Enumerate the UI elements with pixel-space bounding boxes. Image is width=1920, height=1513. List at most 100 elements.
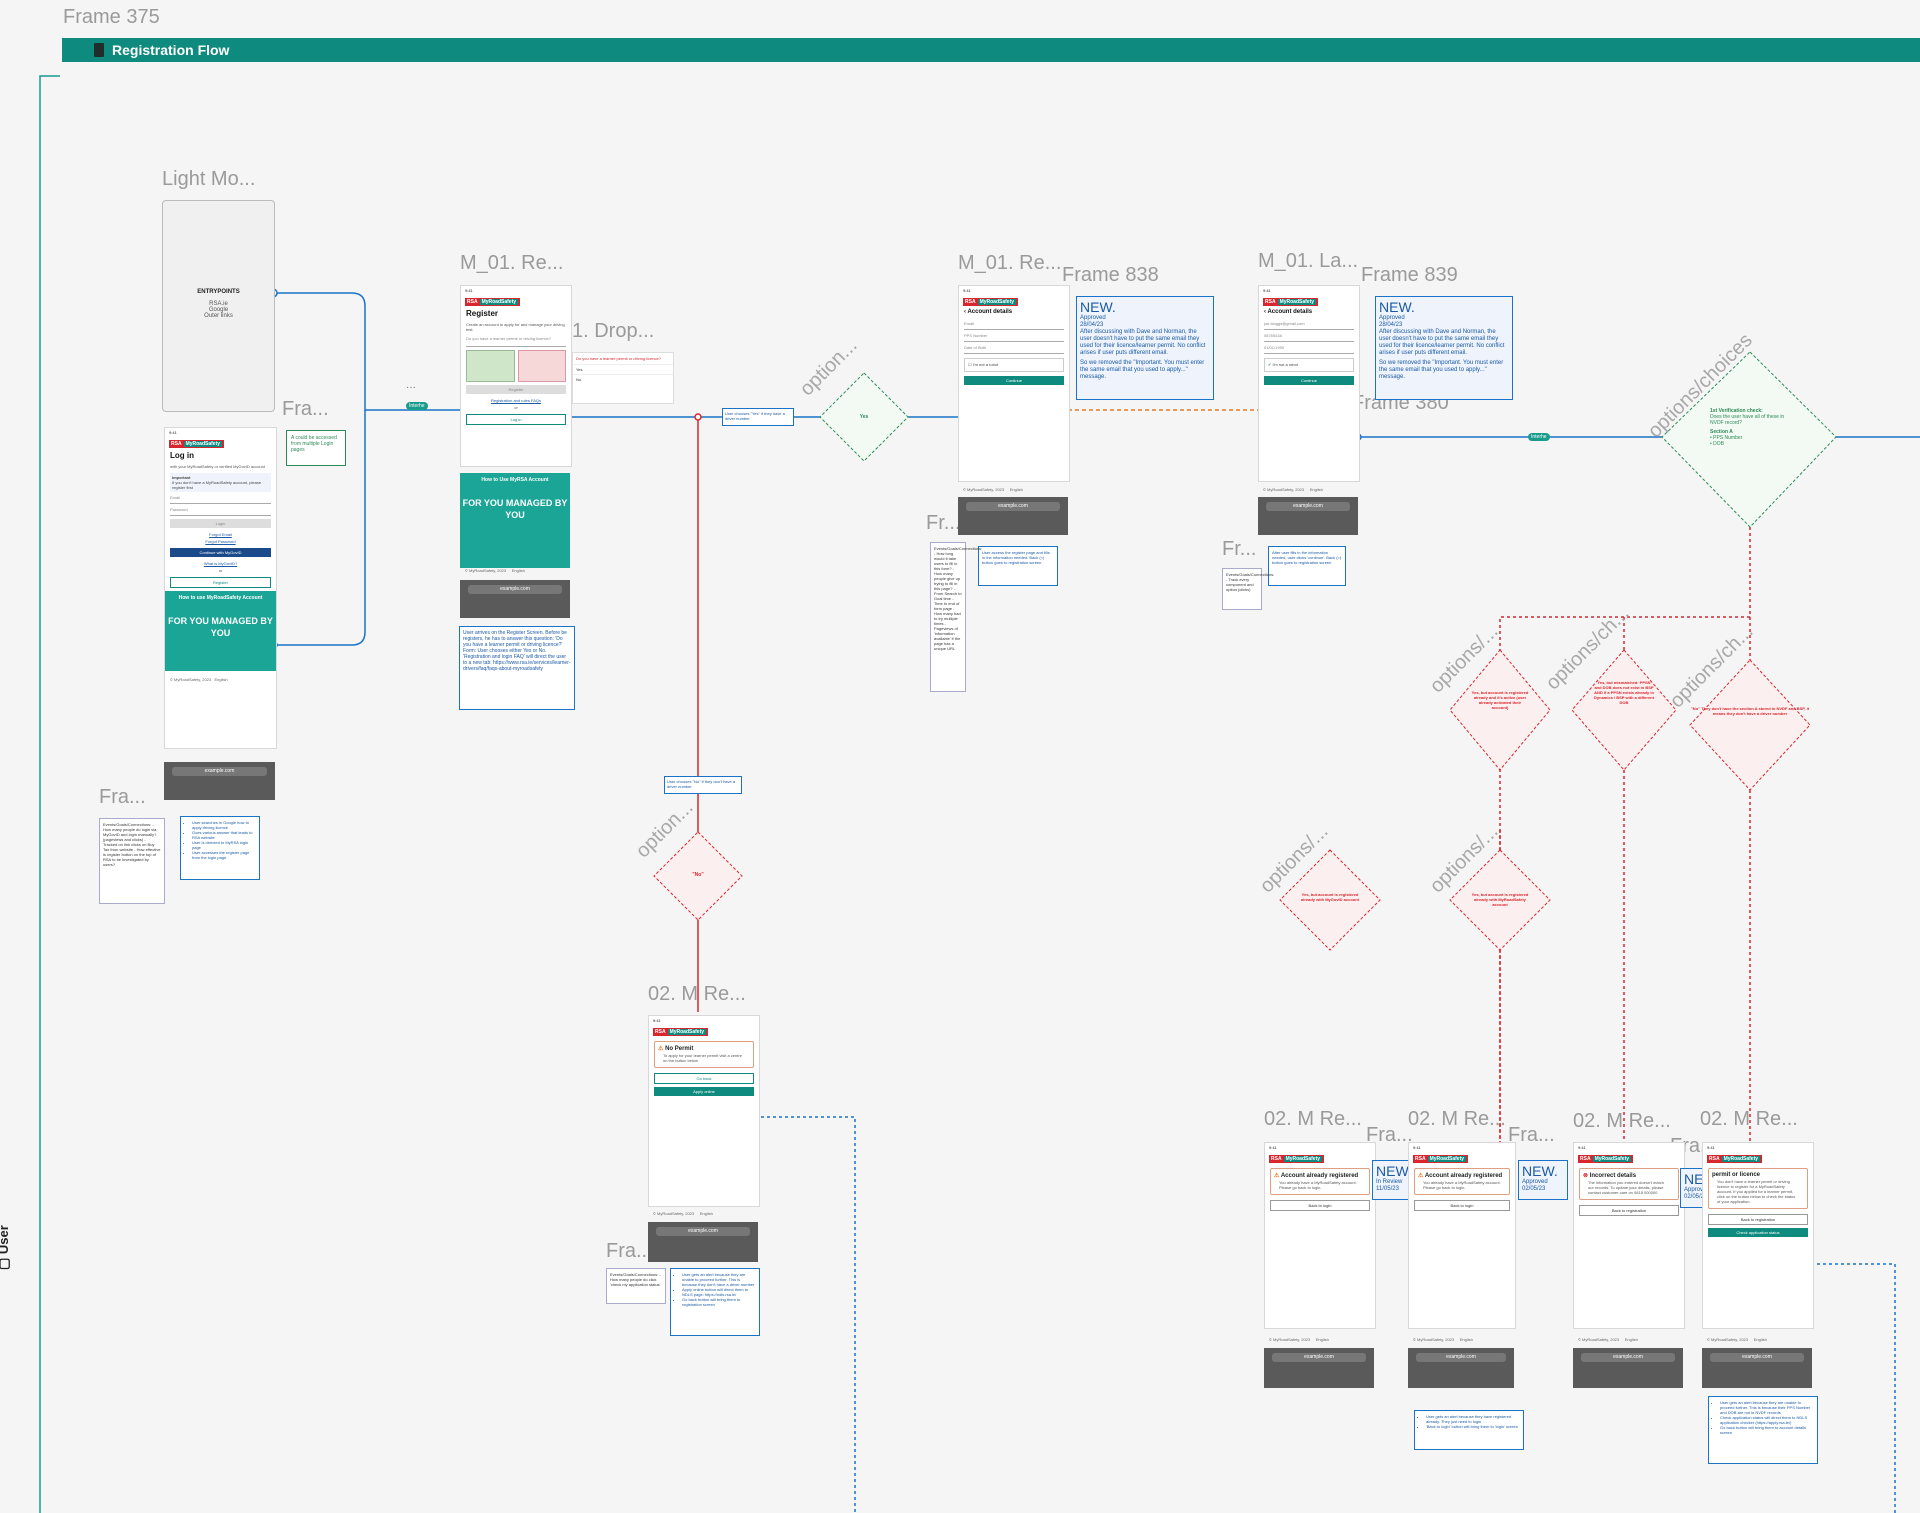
language-select[interactable]: English	[1309, 487, 1323, 492]
result-text-2: You already have a MyRoadSafety account.…	[1423, 1180, 1501, 1190]
email-field[interactable]: Email	[170, 495, 271, 504]
apply-online-button[interactable]: Apply online	[654, 1087, 754, 1096]
url-field[interactable]: example.com	[656, 1227, 750, 1236]
no-permit-grey-note: Events/Goals/Connections: - How many peo…	[606, 1268, 666, 1304]
label-fra-left: Fra...	[99, 786, 146, 808]
licence-question-select[interactable]: Do you have a learner permit or driving …	[466, 336, 566, 347]
result-text-1: You already have a MyRoadSafety account.…	[1279, 1180, 1357, 1190]
brand-name: MyRoadSafety	[183, 441, 223, 447]
callout-date: 28/04/23	[1379, 322, 1403, 328]
yes-diamond	[819, 372, 909, 462]
recaptcha-box[interactable]: ✔ I'm not a robot	[1264, 358, 1354, 372]
label-m02-nopermit: 02. M Re...	[648, 983, 746, 1005]
frame-title: Frame 375	[63, 6, 160, 28]
go-back-button[interactable]: Go back	[654, 1073, 754, 1084]
pps-field[interactable]: PPS Number	[964, 333, 1064, 342]
result-text-4: You don't have a learner permit or drivi…	[1717, 1179, 1796, 1204]
register-button[interactable]: Register	[170, 577, 271, 588]
forgot-email-link[interactable]: Forgot Email	[209, 532, 232, 537]
faq-link[interactable]: Registration and rules FAQs	[490, 398, 542, 403]
pps-field[interactable]: 0876543A	[1264, 333, 1354, 342]
result-title-3: ⊗ Incorrect details	[1583, 1172, 1675, 1179]
brand-name: MyRoadSafety	[1427, 1156, 1467, 1162]
url-field[interactable]: example.com	[1266, 502, 1350, 511]
login-button[interactable]: Login	[170, 519, 271, 528]
login-video[interactable]: How to use MyRoadSafety Account FOR YOU …	[165, 591, 276, 671]
verification-item-dob: • DOB	[1710, 441, 1724, 447]
url-field[interactable]: example.com	[1272, 1353, 1366, 1362]
password-field[interactable]: Password	[170, 507, 271, 516]
language-select[interactable]: English	[511, 568, 525, 573]
back-to-registration-button-4[interactable]: Back to registration	[1708, 1214, 1808, 1225]
forgot-password-link[interactable]: Forgot Password	[205, 539, 236, 544]
label-fra-1: Fra...	[1366, 1124, 1413, 1146]
check-icon[interactable]: ✔	[1268, 362, 1272, 367]
checkbox-icon[interactable]: ☐	[968, 362, 972, 367]
language-select[interactable]: English	[1315, 1337, 1329, 1342]
result-title-1: ⚠ Account already registered	[1274, 1172, 1366, 1179]
mygovid-button[interactable]: Continue with MyGovID	[170, 548, 271, 557]
brand-name: MyRoadSafety	[1721, 1156, 1761, 1162]
back-chevron-icon[interactable]: ‹	[1264, 309, 1266, 315]
email-field[interactable]: joe.bloggs@gmail.com	[1264, 321, 1354, 330]
back-to-login-button-2[interactable]: Back to login	[1414, 1200, 1510, 1211]
label-m02-result-1: 02. M Re...	[1264, 1108, 1362, 1130]
dropdown-option-no[interactable]: No	[573, 374, 673, 384]
register-video[interactable]: How to Use MyRSA Account FOR YOU MANAGED…	[460, 473, 570, 568]
red-diamond-5-label: Yes, but account is registered already w…	[1471, 892, 1529, 907]
verification-item-pps: • PPS Number	[1710, 435, 1743, 441]
callout-status: Approved	[1379, 315, 1405, 321]
connector-no-permit-out	[755, 1116, 856, 1513]
label-m02-result-2: 02. M Re...	[1408, 1108, 1506, 1130]
continue-button[interactable]: Continue	[1264, 376, 1354, 385]
register-submit-button[interactable]: Register	[466, 385, 566, 394]
continue-button[interactable]: Continue	[964, 376, 1064, 385]
video-title: How to use MyRoadSafety Account	[178, 595, 263, 601]
entrypoints-title: ENTRYPOINTS	[197, 289, 240, 295]
connector-login-register	[273, 410, 366, 646]
callout-status: Approved	[1080, 315, 1106, 321]
label-m01-register: M_01. Re...	[460, 252, 564, 274]
footer-copyright: © MyRoadSafety, 2023	[1413, 1337, 1455, 1342]
label-fra-login: Fra...	[282, 398, 329, 420]
dob-field[interactable]: 01/01/1990	[1264, 345, 1354, 354]
language-select[interactable]: English	[699, 1211, 713, 1216]
no-permit-title-text: No Permit	[665, 1046, 694, 1052]
result-alert-2: ⚠ Account already registered You already…	[1414, 1168, 1510, 1195]
left-note-1: User searches in Google how to apply dri…	[192, 820, 256, 830]
language-select[interactable]: English	[1753, 1337, 1767, 1342]
url-field[interactable]: example.com	[1710, 1353, 1804, 1362]
register-browser-bar: example.com	[460, 580, 570, 618]
dob-field[interactable]: Date of Birth	[964, 345, 1064, 354]
what-mygovid-link[interactable]: What is MyGovID?	[203, 561, 238, 566]
no-diamond	[653, 831, 743, 921]
important-title: Important	[172, 475, 191, 480]
language-select[interactable]: English	[214, 677, 228, 682]
recaptcha-box[interactable]: ☐ I'm not a robot	[964, 358, 1064, 372]
label-m01-account: M_01. Re...	[958, 252, 1062, 274]
url-field[interactable]: example.com	[172, 767, 267, 776]
callout-status: Approved	[1522, 1179, 1548, 1185]
result-title-4: permit or licence	[1712, 1172, 1761, 1178]
left-note-3: User is directed to MyRSA login page	[192, 840, 256, 850]
language-select[interactable]: English	[1009, 487, 1023, 492]
login-link-button[interactable]: Log in	[466, 414, 566, 425]
email-field[interactable]: Email	[964, 321, 1064, 330]
warning-icon: ⚠	[658, 1046, 664, 1052]
red-diamond-4	[1279, 849, 1381, 951]
footer-copyright: © MyRoadSafety, 2023	[1707, 1337, 1749, 1342]
login-footer: © MyRoadSafety, 2023 English	[165, 674, 276, 685]
back-to-registration-button-3[interactable]: Back to registration	[1579, 1205, 1679, 1216]
language-select[interactable]: English	[1459, 1337, 1473, 1342]
back-to-login-button-1[interactable]: Back to login	[1270, 1200, 1370, 1211]
language-select[interactable]: English	[1624, 1337, 1638, 1342]
url-field[interactable]: example.com	[1416, 1353, 1506, 1362]
url-field[interactable]: example.com	[1581, 1353, 1675, 1362]
url-field[interactable]: example.com	[468, 585, 562, 594]
dropdown-option-yes[interactable]: Yes	[573, 364, 673, 374]
back-chevron-icon[interactable]: ‹	[964, 309, 966, 315]
red-diamond-2-label: Yes, but mismatched: PPSN and DOB does n…	[1594, 680, 1654, 705]
url-field[interactable]: example.com	[966, 502, 1060, 511]
check-application-status-button[interactable]: Check application status	[1708, 1228, 1808, 1237]
